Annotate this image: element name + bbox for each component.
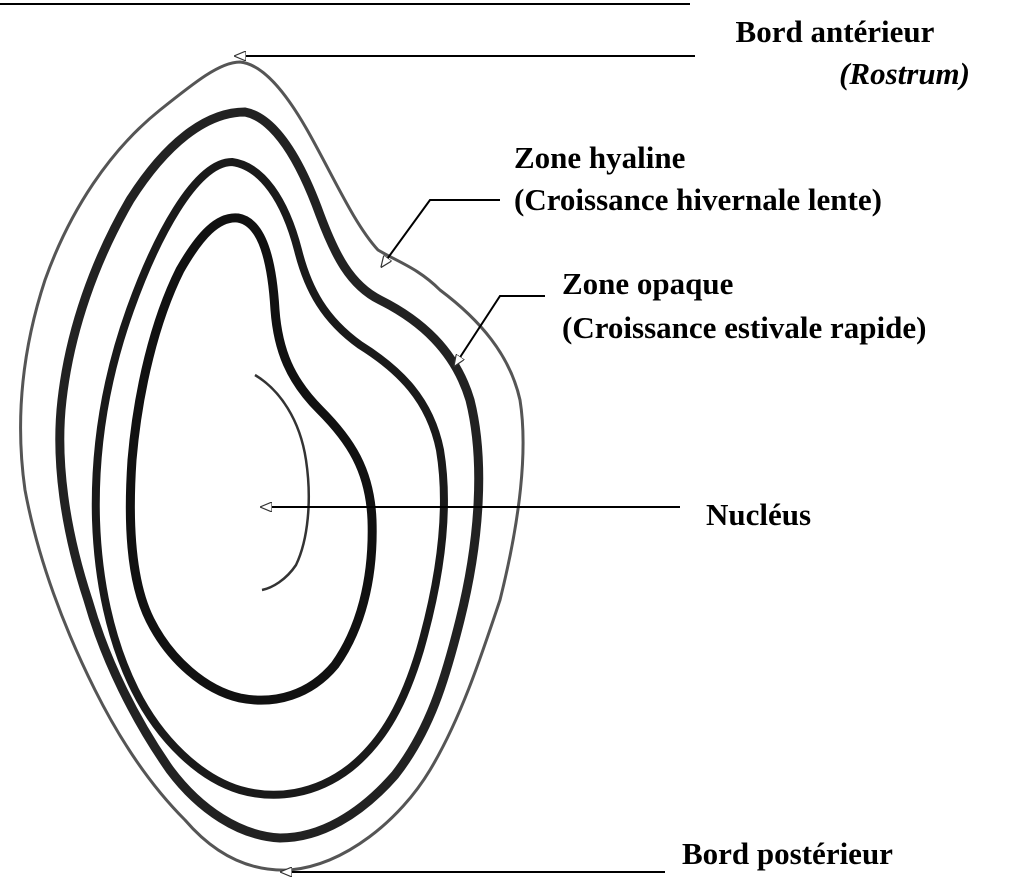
- label-nucleus: Nucléus: [706, 497, 811, 532]
- label-zone-hyaline: Zone hyaline: [514, 140, 685, 175]
- leader-zone-hyaline: [382, 200, 500, 266]
- label-croissance-estivale: (Croissance estivale rapide): [562, 310, 926, 345]
- growth-ring-3: [130, 218, 372, 700]
- label-zone-opaque: Zone opaque: [562, 266, 733, 301]
- nucleus-mark: [255, 375, 309, 590]
- label-bord-anterieur: Bord antérieur: [700, 14, 970, 49]
- label-croissance-hivernale: (Croissance hivernale lente): [514, 182, 882, 217]
- label-rostrum: (Rostrum): [700, 56, 970, 91]
- label-bord-posterieur: Bord postérieur: [682, 836, 893, 871]
